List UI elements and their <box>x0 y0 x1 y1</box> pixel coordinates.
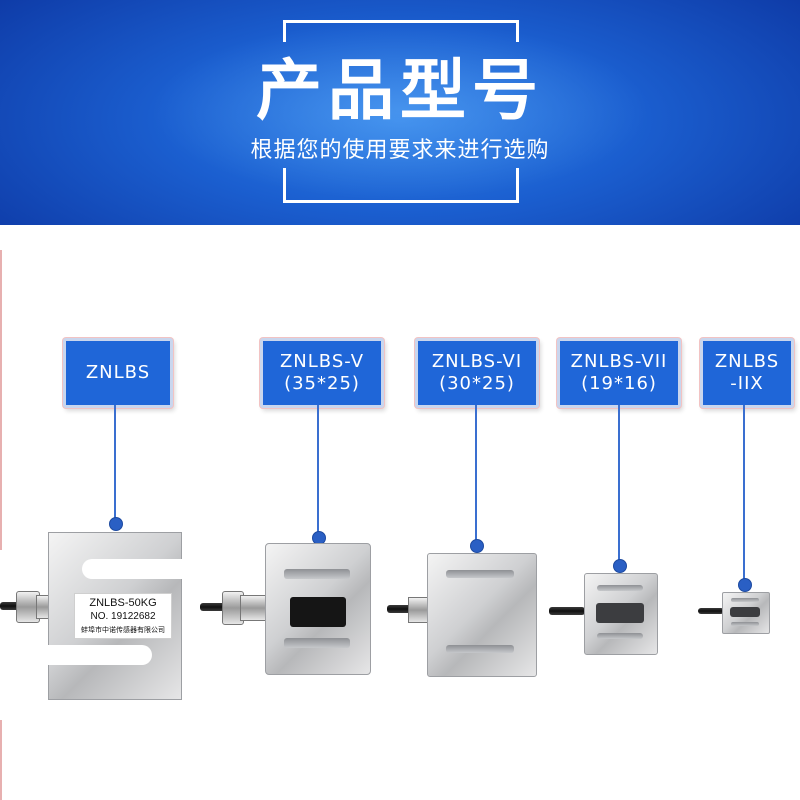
connector-dot <box>470 539 484 553</box>
sensor-cable <box>698 608 724 614</box>
banner-glow <box>150 20 650 200</box>
sensor-lower-slot <box>597 633 643 639</box>
model-label-znlbs-vii[interactable]: ZNLBS-VII (19*16) <box>557 338 681 408</box>
sensor-window <box>290 597 346 627</box>
model-label-line1: ZNLBS-VI <box>431 351 523 372</box>
model-label-znlbs[interactable]: ZNLBS <box>63 338 173 408</box>
model-label-line2: (35*25) <box>284 373 360 394</box>
sensor-cable <box>0 602 20 610</box>
sensor-cable <box>549 607 585 615</box>
title-frame <box>283 20 519 203</box>
frame-bottom <box>283 200 519 203</box>
connector-dot <box>738 578 752 592</box>
sensor-upper-slot <box>446 570 514 578</box>
product-lineup: ZNLBS ZNLBS-50KG NO. 19122682 蚌埠市中诺传感器有限… <box>0 225 800 800</box>
sensor-lower-slot <box>284 638 350 648</box>
sensor-upper-slot <box>82 559 182 579</box>
model-label-znlbs-iix[interactable]: ZNLBS -IIX <box>700 338 794 408</box>
sticker-model: ZNLBS-50KG <box>89 597 157 609</box>
sensor-sticker: ZNLBS-50KG NO. 19122682 蚌埠市中诺传感器有限公司 <box>74 593 172 639</box>
sticker-maker: 蚌埠市中诺传感器有限公司 <box>81 626 165 634</box>
model-label-znlbs-v[interactable]: ZNLBS-V (35*25) <box>260 338 384 408</box>
cable-nut <box>240 595 268 621</box>
sensor-window <box>596 603 644 623</box>
page-title: 产品型号 <box>256 52 544 129</box>
sensor-upper-slot <box>731 598 759 602</box>
model-label-line2: (30*25) <box>439 373 515 394</box>
sensor-lower-slot <box>446 645 514 653</box>
header-banner: 产品型号 根据您的使用要求来进行选购 <box>0 0 800 225</box>
model-label-line1: ZNLBS <box>85 362 151 383</box>
frame-left-upper <box>283 20 286 42</box>
model-label-line1: ZNLBS-VII <box>570 351 668 372</box>
model-label-line2: (19*16) <box>581 373 657 394</box>
left-edge-marker-lower <box>0 720 2 800</box>
sensor-upper-slot <box>284 569 350 579</box>
frame-left-lower <box>283 168 286 203</box>
model-label-line2: -IIX <box>730 373 764 394</box>
sensor-cable <box>200 603 226 611</box>
model-label-line1: ZNLBS <box>714 351 780 372</box>
sensor-cable <box>387 605 413 613</box>
connector-line <box>317 405 319 533</box>
sensor-lower-slot <box>46 645 152 665</box>
connector-line <box>618 405 620 561</box>
connector-line <box>475 405 477 543</box>
model-label-line1: ZNLBS-V <box>279 351 365 372</box>
frame-right-upper <box>516 20 519 42</box>
connector-line <box>114 405 116 523</box>
frame-right-lower <box>516 168 519 203</box>
connector-dot <box>109 517 123 531</box>
model-label-znlbs-vi[interactable]: ZNLBS-VI (30*25) <box>415 338 539 408</box>
sensor-upper-slot <box>597 585 643 591</box>
sensor-window <box>730 607 760 617</box>
page-subtitle: 根据您的使用要求来进行选购 <box>250 138 550 163</box>
sensor-lower-slot <box>731 622 759 626</box>
left-edge-marker <box>0 250 2 550</box>
sticker-serial: NO. 19122682 <box>90 611 156 622</box>
frame-top <box>283 20 519 23</box>
connector-line <box>743 405 745 583</box>
connector-dot <box>613 559 627 573</box>
